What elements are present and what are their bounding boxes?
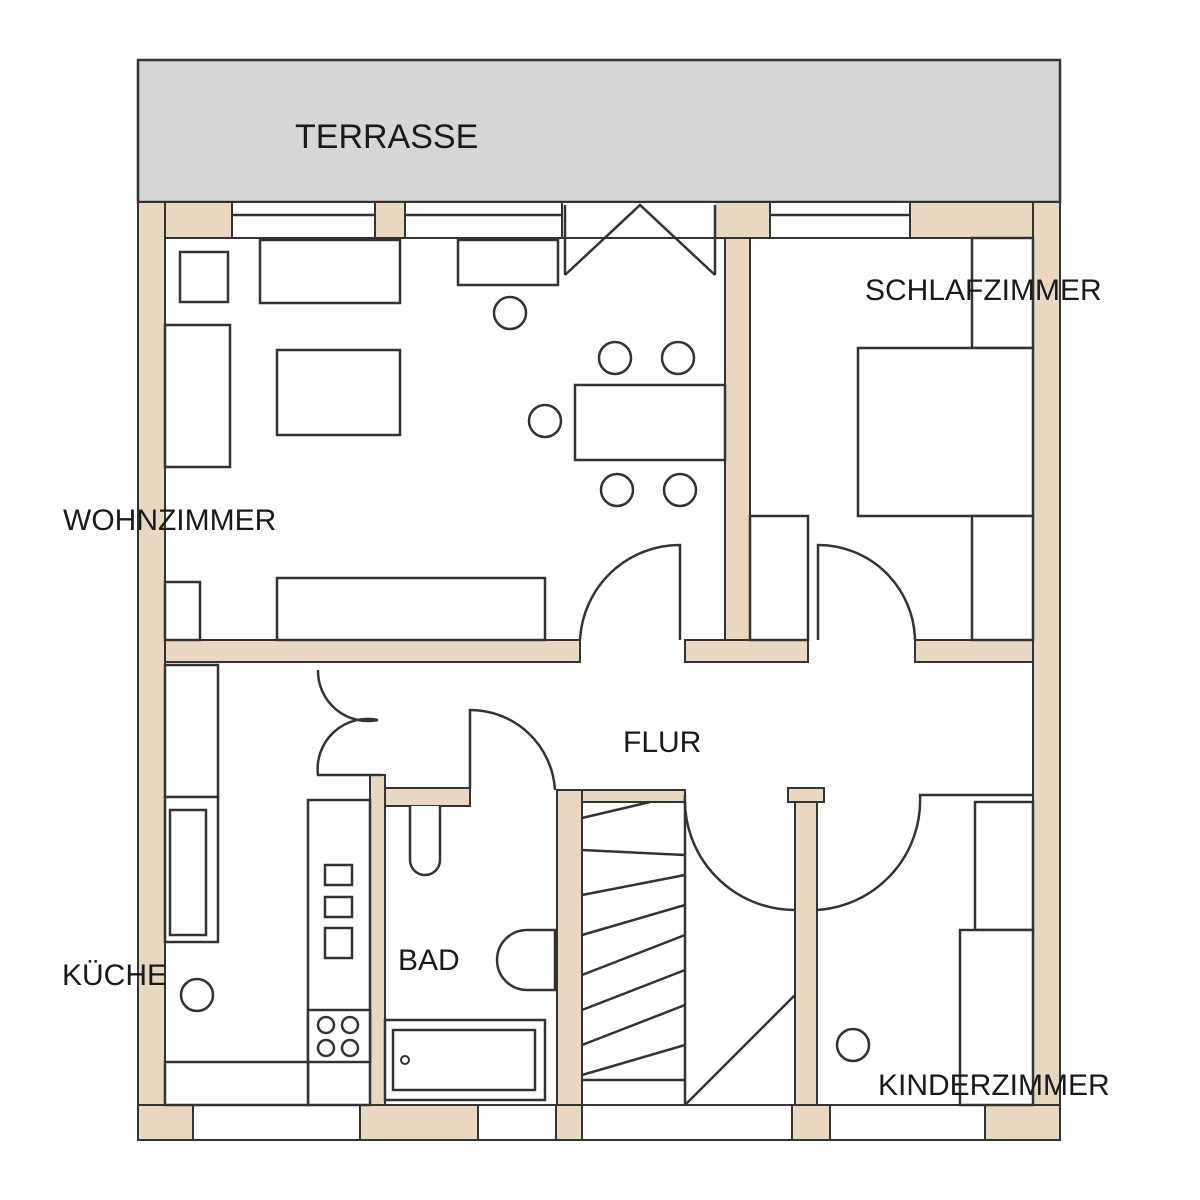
staircase[interactable]	[581, 800, 796, 1106]
room-label-kitchen: KÜCHE	[62, 959, 167, 992]
kids-room-door[interactable]	[683, 793, 1033, 912]
kids-room-furniture	[835, 800, 1035, 1107]
terrace-double-door[interactable]	[563, 203, 717, 276]
room-label-bedroom: SCHLAFZIMMER	[865, 274, 1102, 307]
room-label-hallway: FLUR	[623, 726, 701, 759]
stair-tread	[581, 1003, 686, 1047]
bathroom-door[interactable]	[468, 708, 557, 791]
room-label-living: WOHNZIMMER	[63, 504, 276, 537]
living-room-furniture	[163, 238, 727, 642]
top-windows	[231, 201, 911, 239]
stair-tread	[581, 903, 686, 937]
room-label-kids-room: KINDERZIMMER	[878, 1069, 1110, 1102]
stair-tread	[581, 873, 686, 897]
terrace-area	[136, 58, 1062, 204]
bedroom-door[interactable]	[816, 543, 917, 641]
bathroom-fixtures	[383, 806, 557, 1102]
bottom-windows	[192, 1104, 986, 1141]
stair-tread	[581, 933, 686, 977]
living-room-door[interactable]	[578, 543, 682, 641]
outer-walls	[137, 201, 1061, 1141]
stair-tread	[581, 1043, 686, 1077]
bedroom-furniture	[748, 236, 1035, 642]
kitchen-door[interactable]	[316, 669, 382, 777]
stair-tread	[581, 800, 651, 820]
interior-walls	[164, 237, 1034, 1106]
stair-tread	[581, 848, 686, 857]
stair-tread	[581, 968, 686, 1012]
kitchen-furniture	[163, 663, 372, 1107]
room-label-bathroom: BAD	[398, 944, 460, 977]
room-label-terrace: TERRASSE	[295, 118, 478, 156]
